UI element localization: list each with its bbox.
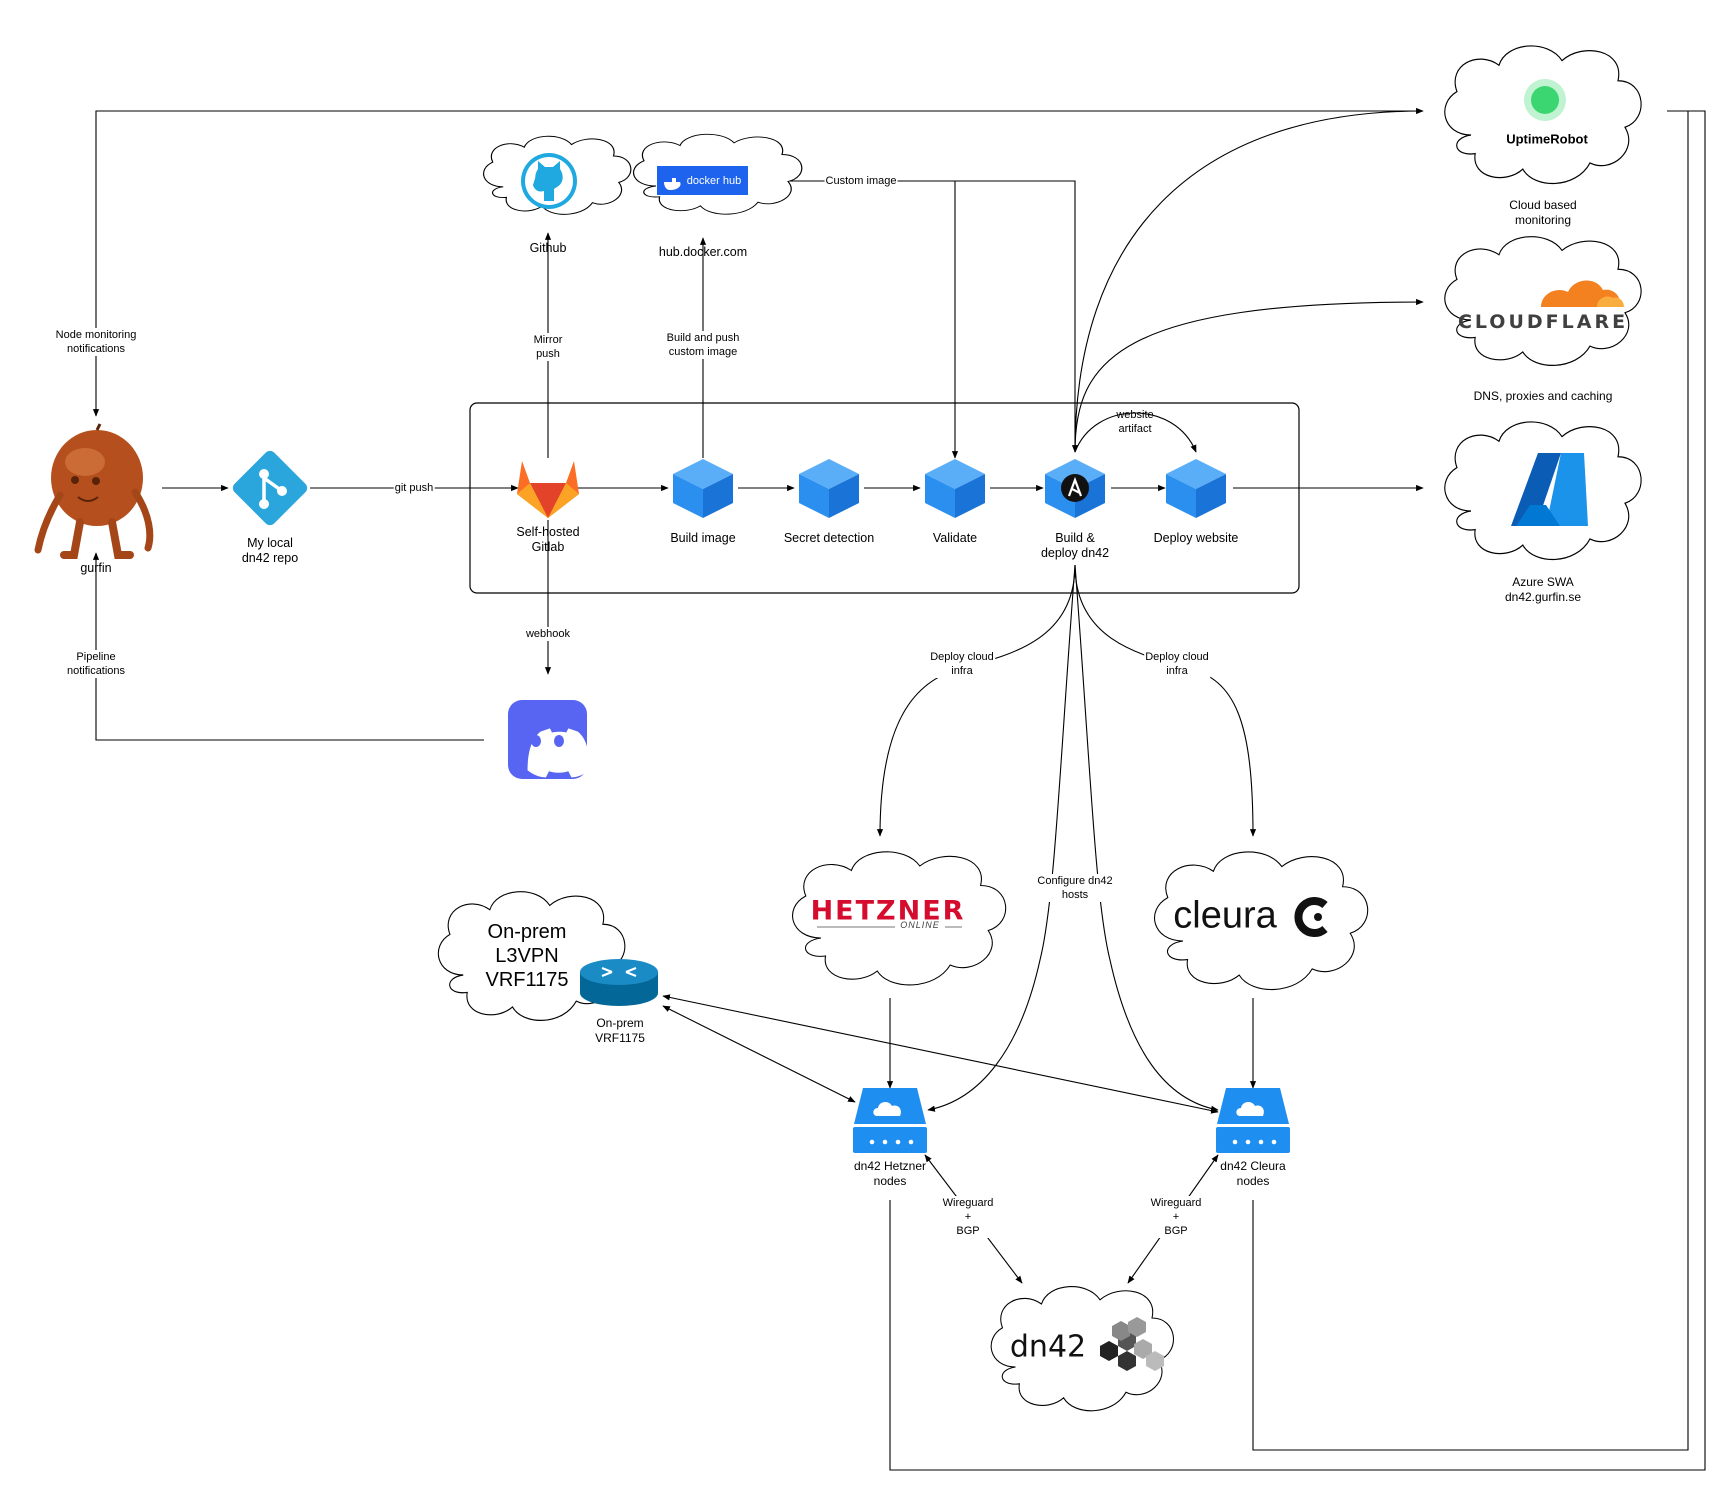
edge-label-webhook: webhook (524, 627, 572, 641)
hetzner-nodes-label: dn42 Hetzner nodes (853, 1159, 927, 1188)
cleura-nodes-label: dn42 Cleura nodes (1220, 1159, 1286, 1188)
edge-label-build-push: Build and push custom image (665, 331, 741, 359)
edge-configure-cleura (1074, 564, 1219, 1112)
edge-label-deploy-cloud-left: Deploy cloud infra (929, 650, 995, 678)
dn42-brand: dn42 (1009, 1329, 1087, 1365)
hetzner-brand: HETZNER (810, 895, 966, 927)
secret-detection-label: Secret detection (783, 531, 875, 545)
cleura-brand: cleura (1173, 894, 1277, 937)
edge-monitoring-top (92, 107, 1424, 417)
onprem-router-label: On-prem VRF1175 (595, 1016, 645, 1045)
deploy-website-icon (1166, 459, 1226, 518)
dockerhub-icon (657, 166, 748, 195)
secret-detection-icon (799, 459, 859, 518)
github-icon (521, 153, 577, 209)
uptimerobot-brand: UptimeRobot (1506, 131, 1588, 147)
edge-deploy-cleura (1074, 564, 1257, 837)
build-deploy-label: Build & deploy dn42 (1040, 531, 1110, 560)
edge-label-deploy-cloud-right: Deploy cloud infra (1144, 650, 1210, 678)
hetzner-server-icon (853, 1088, 927, 1153)
edge-ansible-uptime (1071, 110, 1424, 453)
edge-deploy-hetzner (876, 564, 1076, 837)
github-label: Github (529, 241, 567, 255)
edge-label-node-monitoring: Node monitoring notifications (54, 328, 138, 356)
local-repo-label: My local dn42 repo (241, 536, 299, 565)
uptimerobot-status-icon (1524, 79, 1566, 121)
build-image-label: Build image (670, 531, 736, 545)
build-image-icon (673, 459, 733, 518)
edge-label-git-push: git push (393, 481, 435, 495)
cloudflare-caption: DNS, proxies and caching (1473, 389, 1613, 403)
edge-configure-hetzner (927, 564, 1076, 1112)
uptime-caption: Cloud based monitoring (1509, 198, 1577, 227)
cloudflare-brand: CLOUDFLARE (1457, 311, 1629, 333)
edge-router-cleura (662, 994, 1219, 1114)
hetzner-sub-brand: ONLINE (898, 920, 942, 930)
dn42-hexagon-icon (1100, 1317, 1164, 1371)
edge-label-pipeline-notifications: Pipeline notifications (65, 650, 127, 678)
deploy-website-label: Deploy website (1153, 531, 1239, 545)
validate-icon (925, 459, 985, 518)
dockerhub-brand: docker hub (686, 175, 742, 187)
discord-icon (508, 700, 590, 779)
edge-label-custom-image: Custom image (824, 174, 898, 188)
edge-ansible-cloudflare (1074, 298, 1424, 453)
edge-cleura-return (1252, 111, 1689, 1451)
edge-router-hetzner (662, 1005, 856, 1103)
validate-label: Validate (932, 531, 978, 545)
dockerhub-label: hub.docker.com (658, 245, 748, 259)
edge-label-wireguard-left: Wireguard + BGP (941, 1196, 995, 1238)
edge-pipeline-notifications (92, 552, 484, 741)
ansible-build-deploy-icon (1045, 459, 1105, 518)
gurfin-label: gurfin (80, 561, 112, 575)
edge-label-configure-hosts: Configure dn42 hosts (1036, 874, 1114, 902)
cloudflare-logo-icon (1541, 280, 1624, 307)
gurfin-avatar (34, 423, 154, 559)
edge-website-artifact (1074, 412, 1197, 453)
gitlab-icon (517, 461, 579, 518)
cleura-server-icon (1216, 1088, 1290, 1153)
azure-caption: Azure SWA dn42.gurfin.se (1504, 575, 1582, 604)
edge-custom-image (789, 180, 1076, 452)
azure-logo-icon (1511, 453, 1588, 526)
git-icon (232, 450, 308, 526)
edge-label-mirror-push: Mirror push (532, 333, 564, 361)
router-icon (580, 959, 658, 1006)
cleura-logo-icon (1294, 897, 1328, 937)
edge-label-website-artifact: website artifact (1116, 409, 1154, 435)
edge-label-wireguard-right: Wireguard + BGP (1149, 1196, 1203, 1238)
onprem-cloud-label: On-prem L3VPN VRF1175 (485, 921, 569, 991)
gitlab-label: Self-hosted Gitlab (516, 525, 580, 554)
edge-hetzner-return (889, 110, 1706, 1471)
